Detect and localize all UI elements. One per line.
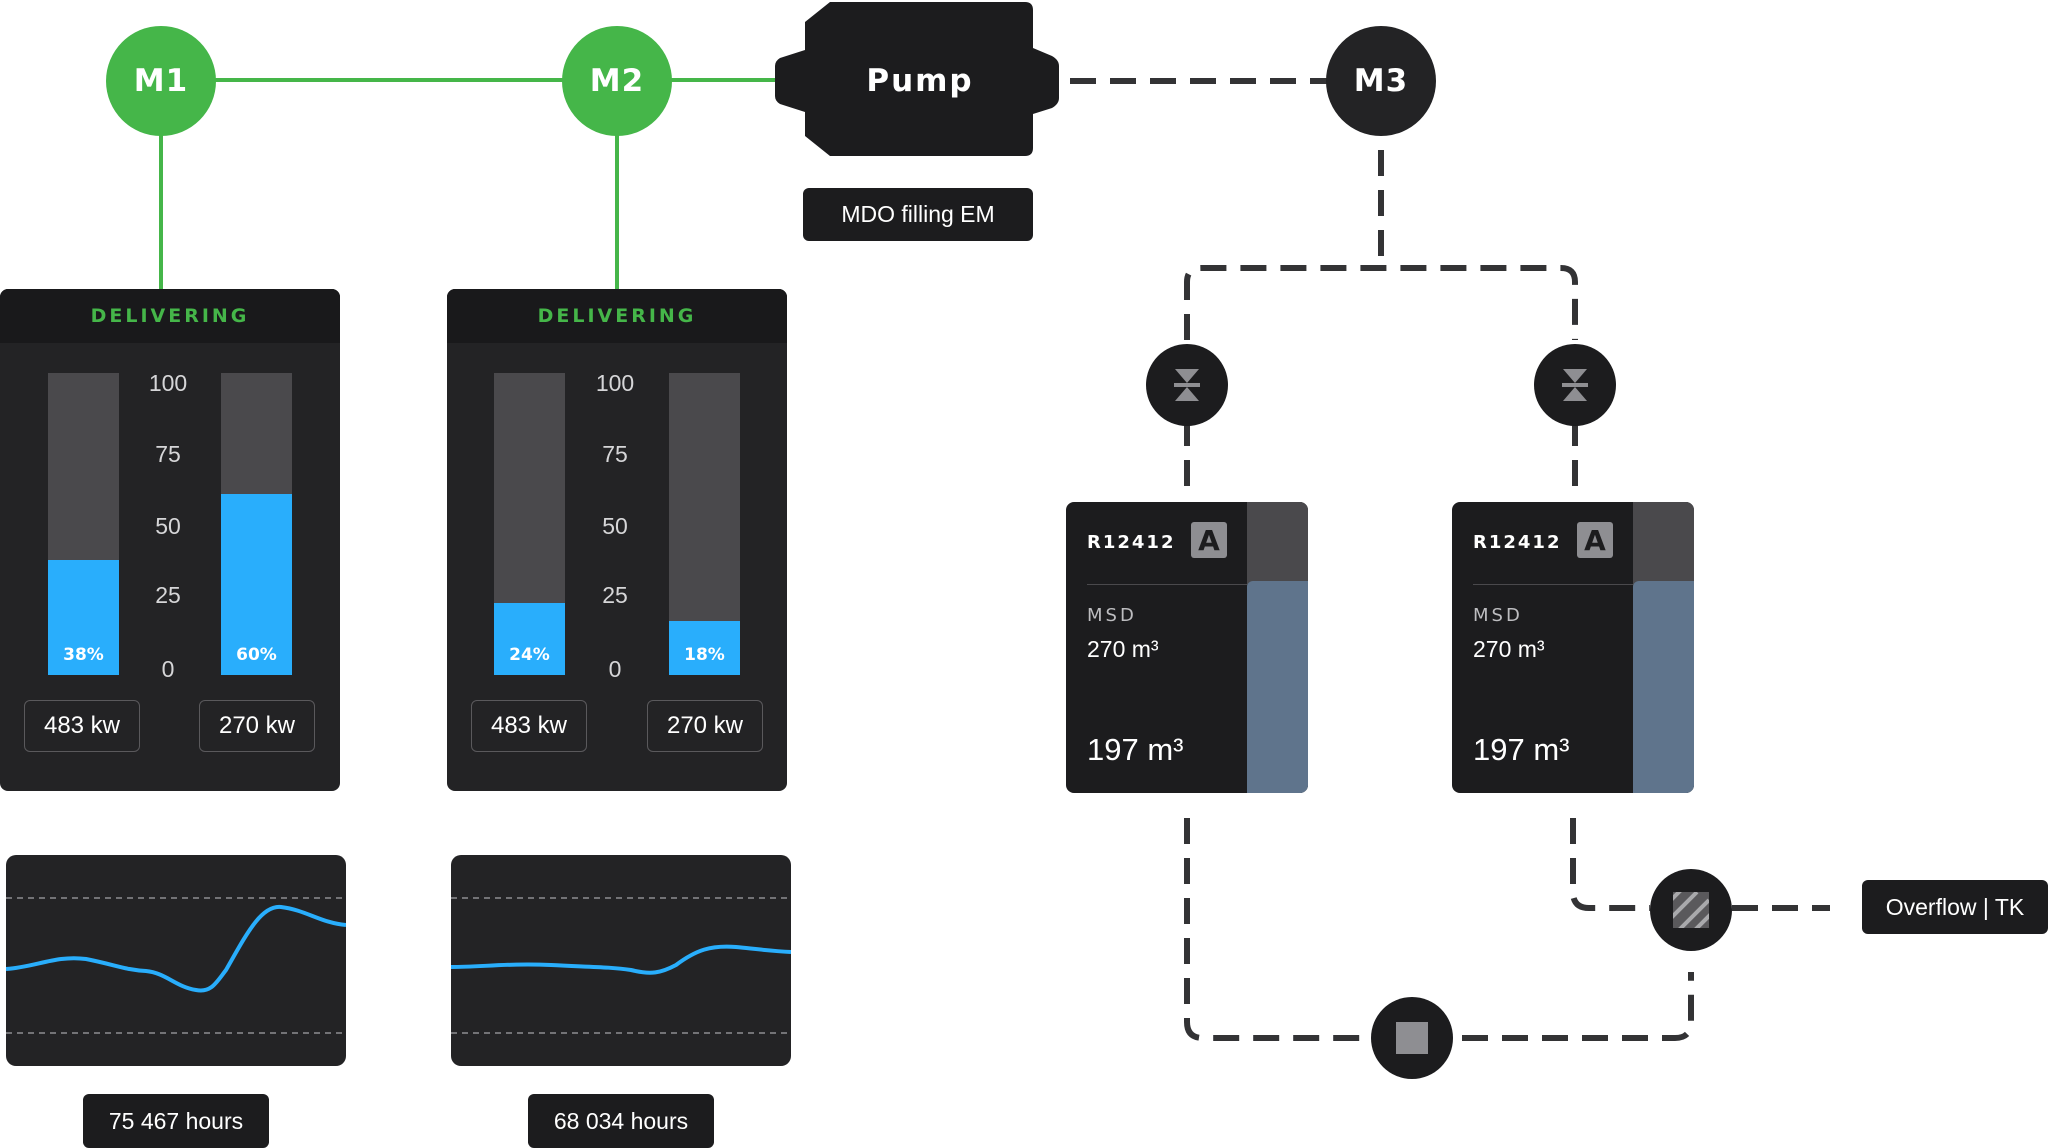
overflow-tag: Overflow | TK <box>1862 880 2048 934</box>
tank-capacity: 270 m³ <box>1087 636 1159 662</box>
scale-tick: 50 <box>602 513 628 539</box>
link-tank1-stop <box>1184 818 1372 1041</box>
fuel-type: MSD <box>1473 605 1523 626</box>
load-bar-fill <box>48 560 119 675</box>
trend-chart-2[interactable] <box>451 855 791 1066</box>
machine-m2-label: M2 <box>589 63 645 99</box>
load-bar-fill <box>669 620 740 675</box>
mode-badge: A <box>1191 522 1227 558</box>
scale-tick: 0 <box>161 656 175 682</box>
tank-level-gauge <box>1247 502 1308 793</box>
power-readout: 483 kw <box>471 700 587 752</box>
scale-tick: 50 <box>155 513 181 539</box>
scale-tick: 0 <box>608 656 622 682</box>
load-bar: 38% <box>48 373 119 675</box>
scale-tick: 100 <box>148 370 188 396</box>
scale-tick: 25 <box>602 582 628 608</box>
scale-tick: 25 <box>155 582 181 608</box>
status-label: DELIVERING <box>447 289 787 343</box>
tank-card-1[interactable]: R12412 A MSD 270 m³ 197 m³ <box>1066 502 1308 793</box>
load-bar: 18% <box>669 373 740 675</box>
load-bar: 60% <box>221 373 292 675</box>
power-readout: 483 kw <box>24 700 140 752</box>
tank-capacity: 270 m³ <box>1473 636 1545 662</box>
valve-icon <box>1534 344 1616 426</box>
load-bar-fill <box>494 602 565 675</box>
load-bar-percent: 38% <box>63 645 104 665</box>
load-bar: 24% <box>494 373 565 675</box>
power-readout: 270 kw <box>647 700 763 752</box>
hours-tag: 75 467 hours <box>83 1094 269 1148</box>
tank-current-volume: 197 m³ <box>1473 732 1570 767</box>
trend-line-chart <box>451 897 791 1034</box>
status-label: DELIVERING <box>0 289 340 343</box>
divider <box>1473 584 1633 585</box>
filter-icon <box>1650 869 1732 951</box>
machine-m3-node[interactable]: M3 <box>1326 26 1436 136</box>
branch-split <box>1184 265 1578 340</box>
tank-level-fill <box>1633 580 1694 793</box>
divider <box>1087 584 1247 585</box>
tank-level-gauge <box>1633 502 1694 793</box>
machine-m1-node[interactable]: M1 <box>106 26 216 136</box>
load-bar-percent: 24% <box>509 645 550 665</box>
pump-icon <box>775 2 1059 156</box>
pump-label[interactable]: Pump <box>866 63 974 99</box>
load-bar-percent: 18% <box>684 645 725 665</box>
valve-icon <box>1146 344 1228 426</box>
fuel-type: MSD <box>1087 605 1137 626</box>
tank-level-fill <box>1247 580 1308 793</box>
pump-tag: MDO filling EM <box>803 188 1033 241</box>
power-readout: 270 kw <box>199 700 315 752</box>
tank-code: R12412 <box>1473 532 1562 553</box>
stop-icon <box>1371 997 1453 1079</box>
load-bar-percent: 60% <box>236 645 277 665</box>
scale-tick: 75 <box>155 441 181 467</box>
scale-tick: 100 <box>595 370 635 396</box>
tank-code: R12412 <box>1087 532 1176 553</box>
link-stop-filter <box>1462 972 1694 1041</box>
trend-line-chart <box>6 897 346 1034</box>
scale-tick: 75 <box>602 441 628 467</box>
trend-chart-1[interactable] <box>6 855 346 1066</box>
tank-current-volume: 197 m³ <box>1087 732 1184 767</box>
machine-m3-label: M3 <box>1353 63 1409 99</box>
link-tank2-filter <box>1570 818 1650 911</box>
tank-card-2[interactable]: R12412 A MSD 270 m³ 197 m³ <box>1452 502 1694 793</box>
load-bar-fill <box>221 493 292 675</box>
machine-m1-label: M1 <box>133 63 189 99</box>
hours-tag: 68 034 hours <box>528 1094 714 1148</box>
mode-badge: A <box>1577 522 1613 558</box>
machine-m2-node[interactable]: M2 <box>562 26 672 136</box>
